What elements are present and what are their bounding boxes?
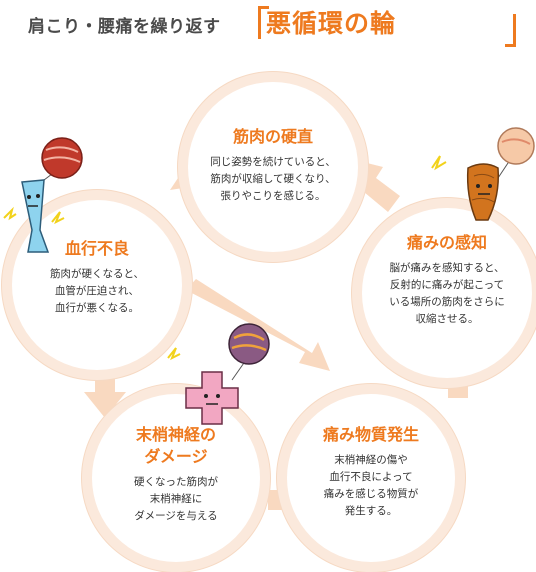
step-title: 血行不良 <box>64 239 129 258</box>
step-pain-substance: 痛み物質発生 末梢神経の傷や 血行不良によって 痛みを感じる物質が 発生する。 <box>287 394 455 562</box>
step-line: 脳が痛みを感知すると、 <box>389 262 505 274</box>
blood-vessel-character-icon <box>3 137 83 253</box>
step-body: 同じ姿勢を続けていると、 筋肉が収縮して硬くなり、 張りやこりを感じる。 <box>188 154 358 205</box>
step-line: いる場所の筋肉をさらに <box>389 296 505 308</box>
step-line: 発生する。 <box>344 505 398 517</box>
step-title: 筋肉の硬直 <box>232 127 313 146</box>
bracket-open <box>258 6 269 39</box>
step-body: 硬くなった筋肉が 末梢神経に ダメージを与える <box>92 474 260 525</box>
step-title: 痛みの感知 <box>406 233 487 252</box>
step-body: 末梢神経の傷や 血行不良によって 痛みを感じる物質が 発生する。 <box>287 452 455 520</box>
step-line: 張りやこりを感じる。 <box>220 190 326 202</box>
step-body: 筋肉が硬くなると、 血管が圧迫され、 血行が悪くなる。 <box>12 266 182 317</box>
step-nerve-damage: 末梢神経の ダメージ 硬くなった筋肉が 末梢神経に ダメージを与える <box>92 394 260 562</box>
muscle-character-icon <box>431 127 535 221</box>
arrow-pain-to-muscle <box>355 160 400 212</box>
step-line: 同じ姿勢を続けていると、 <box>210 156 336 168</box>
step-title-line: 末梢神経の <box>135 425 216 444</box>
header: 肩こり・腰痛を繰り返す 悪循環の輪 <box>0 0 536 52</box>
step-title: 痛み物質発生 <box>322 425 419 444</box>
arrow-blood-to-substance <box>186 279 330 371</box>
step-title-line: ダメージ <box>144 447 208 466</box>
step-line: 末梢神経の傷や <box>334 454 408 466</box>
step-line: ダメージを与える <box>134 510 218 522</box>
arrow-blood-to-nerve <box>84 372 126 418</box>
step-muscle-stiffness: 筋肉の硬直 同じ姿勢を続けていると、 筋肉が収縮して硬くなり、 張りやこりを感じ… <box>188 82 358 252</box>
step-line: 血行不良によって <box>329 471 413 483</box>
step-line: 反射的に痛みが起こって <box>389 279 505 291</box>
step-pain-perception: 痛みの感知 脳が痛みを感知すると、 反射的に痛みが起こって いる場所の筋肉をさら… <box>362 208 532 378</box>
step-line: 筋肉が硬くなると、 <box>49 268 145 280</box>
header-keyword: 悪循環の輪 <box>266 9 397 38</box>
step-line: 収縮させる。 <box>415 313 479 325</box>
step-line: 痛みを感じる物質が <box>323 488 419 500</box>
step-line: 血管が圧迫され、 <box>54 285 140 297</box>
step-line: 血行が悪くなる。 <box>55 302 139 314</box>
step-title: 末梢神経の ダメージ <box>92 424 260 468</box>
step-line: 末梢神経に <box>149 493 203 505</box>
bracket-close <box>505 14 516 47</box>
header-lead: 肩こり・腰痛を繰り返す <box>28 17 221 37</box>
nerve-cross-character-icon <box>167 323 270 425</box>
step-body: 脳が痛みを感知すると、 反射的に痛みが起こって いる場所の筋肉をさらに 収縮させ… <box>362 260 532 328</box>
step-line: 硬くなった筋肉が <box>134 476 218 488</box>
step-line: 筋肉が収縮して硬くなり、 <box>210 173 336 185</box>
